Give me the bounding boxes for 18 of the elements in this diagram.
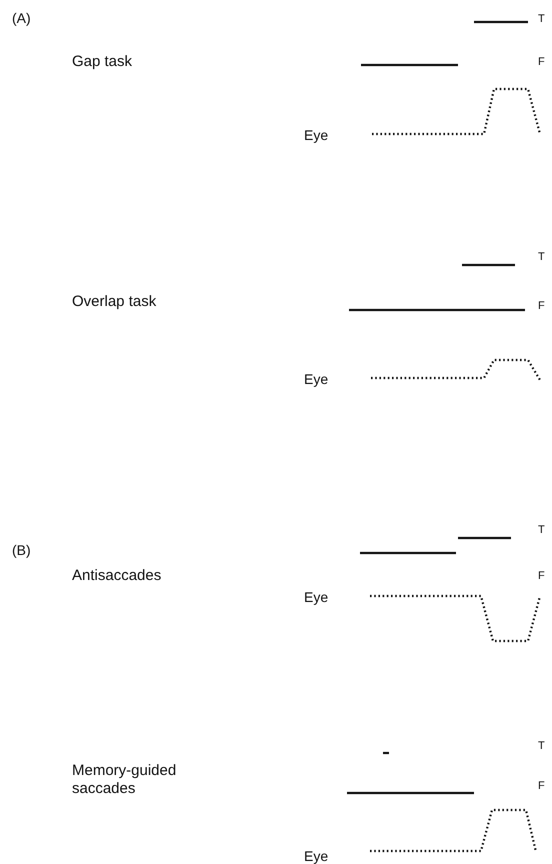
signal-label: T [538, 251, 545, 265]
signal-label: F [538, 300, 545, 314]
task-label: Overlap task [72, 293, 156, 311]
signal-label: Eye [304, 370, 328, 388]
task-label: Gap task [72, 53, 132, 71]
signal-label: Eye [304, 126, 328, 144]
signal-label: Eye [304, 848, 328, 864]
signal-label: T [538, 13, 545, 27]
task-label: Antisaccades [72, 567, 162, 585]
signal-label: F [538, 570, 545, 584]
signal-label: Eye [304, 588, 328, 606]
signal-label: F [538, 56, 545, 70]
signal-label: T [538, 524, 545, 538]
task-label: Memory-guided saccades [72, 762, 178, 798]
panel-label: (B) [12, 542, 31, 558]
panel-label: (A) [12, 10, 31, 26]
signal-label: T [538, 740, 545, 754]
signal-label: F [538, 780, 545, 794]
